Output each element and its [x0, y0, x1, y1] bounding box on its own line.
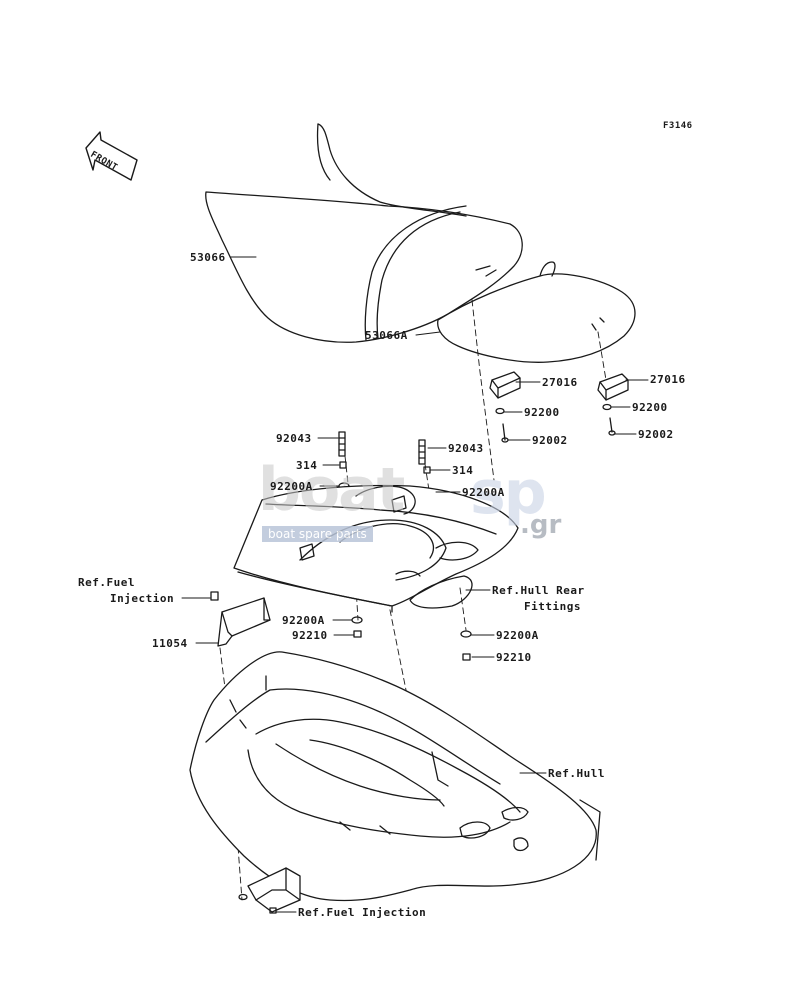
callout-ref-hull-rear-1: Ref.Hull Rear [492, 584, 585, 597]
watermark-logo-suffix: .gr [520, 510, 562, 540]
hull-shape [189, 651, 601, 902]
bracket-27016-left [489, 371, 521, 399]
rear-seat-shape [437, 261, 636, 363]
callout-ref-fuel-top-2: Injection [110, 592, 175, 605]
callout-stud-left: 92043 [276, 432, 312, 445]
leader-lines [181, 256, 649, 913]
callout-seat-rear: 53066A [365, 329, 408, 342]
front-seat-shape [205, 123, 523, 343]
callout-washer-a-right-top: 92200A [462, 486, 505, 499]
callout-washer-right: 92200 [632, 401, 668, 414]
callout-nut-92210-left: 92210 [292, 629, 328, 642]
front-arrow-icon [85, 131, 138, 181]
callout-bolt-right: 92002 [638, 428, 674, 441]
callout-ref-fuel-top-1: Ref.Fuel [78, 576, 135, 589]
callout-nut-left: 314 [296, 459, 318, 472]
callout-bracket-11054: 11054 [152, 637, 188, 650]
washer-bolt-left [495, 407, 509, 443]
bracket-27016-right [597, 373, 629, 401]
callout-seat-front: 53066 [190, 251, 226, 264]
callout-nut-92210-right: 92210 [496, 651, 532, 664]
hull-rear-fittings-shape [233, 484, 519, 613]
watermark-logo-left: boat [258, 455, 405, 525]
callout-bolt-left: 92002 [532, 434, 568, 447]
callout-ref-hull-rear-2: Fittings [524, 600, 581, 613]
washer-bolt-right [602, 403, 616, 436]
callout-bracket-right: 27016 [650, 373, 686, 386]
callout-nut-right: 314 [452, 464, 474, 477]
washer-nut-left-bottom [351, 616, 363, 638]
watermark-tagline: boat spare parts [262, 526, 373, 542]
bracket-11054-shape [210, 591, 271, 647]
callout-washer-left: 92200 [524, 406, 560, 419]
callout-washer-a-left-top: 92200A [270, 480, 313, 493]
fuel-injection-bracket-shape [238, 867, 301, 914]
washer-nut-right-bottom [460, 630, 472, 661]
callout-washer-a-right-bottom: 92200A [496, 629, 539, 642]
callout-stud-right: 92043 [448, 442, 484, 455]
callout-ref-hull: Ref.Hull [548, 767, 605, 780]
callout-ref-fuel-bottom: Ref.Fuel Injection [298, 906, 427, 919]
watermark-logo-right: sp [470, 458, 547, 528]
callout-washer-a-left-bottom: 92200A [282, 614, 325, 627]
figure-code: F3146 [663, 121, 693, 131]
callout-bracket-left: 27016 [542, 376, 578, 389]
